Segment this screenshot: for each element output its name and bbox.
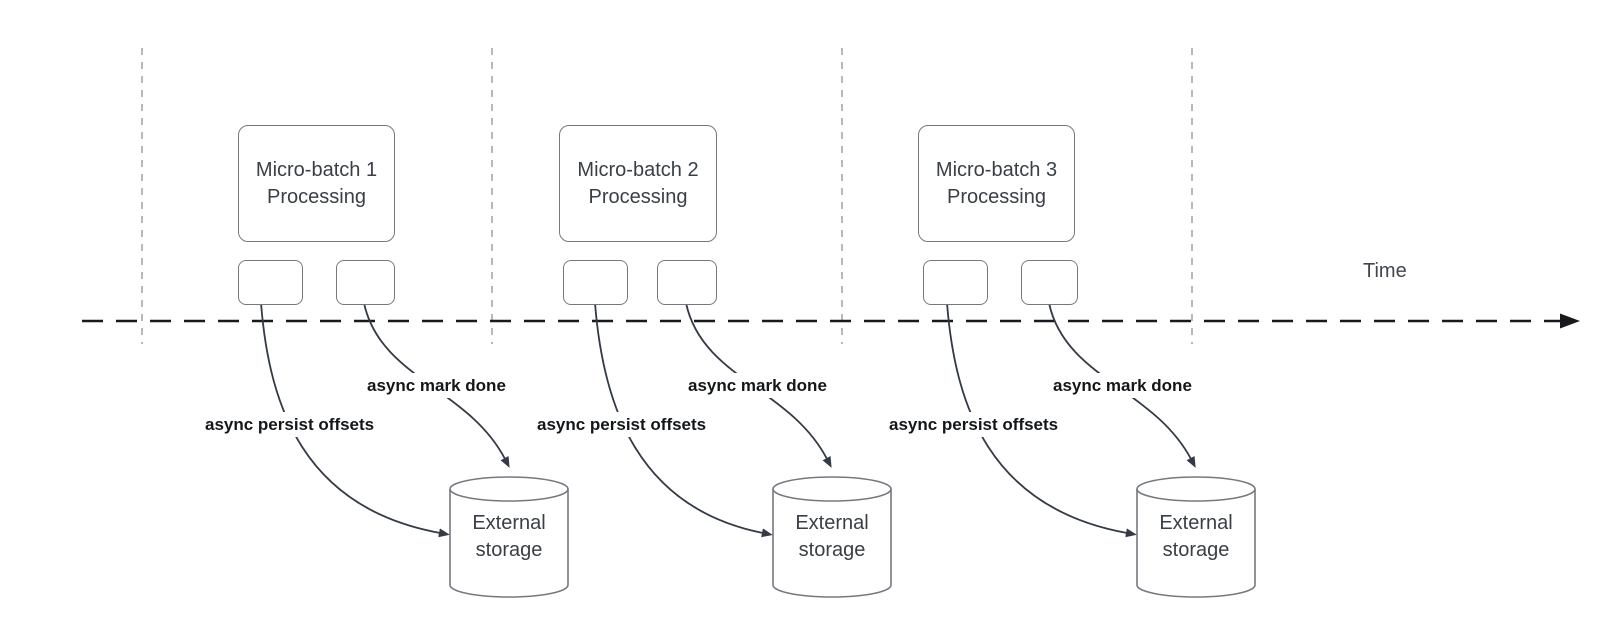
micro-batch-3-label: Micro-batch 3 Processing [936,157,1057,211]
persist-offsets-arrow-3 [946,302,1137,538]
micro-batch-1-title-line2: Processing [267,185,366,208]
mark-done-label-3: async mark done [1049,373,1196,398]
micro-batch-1-title-line1: Micro-batch 1 [255,158,378,181]
storage-cylinder-3 [1136,476,1256,598]
task-box-3-left [923,260,988,305]
persist-offsets-arrow-1 [260,302,450,538]
micro-batch-2-processing-box: Micro-batch 2 Processing [559,125,717,242]
storage-line2: storage [798,539,866,561]
storage-line2: storage [475,539,543,561]
storage-line1: External [795,512,869,534]
persist-offsets-label-2: async persist offsets [533,412,711,437]
micro-batch-2-title-line2: Processing [588,185,688,208]
micro-batch-2-label: Micro-batch 2 Processing [577,157,698,211]
mark-done-label-1: async mark done [363,373,510,398]
persist-offsets-label-1: async persist offsets [201,412,379,437]
task-box-1-right [336,260,395,305]
storage-cylinder-2 [772,476,892,598]
persist-offsets-label-3: async persist offsets [885,412,1063,437]
external-storage-label-2: External storage [773,489,891,585]
cylinder-body [1136,489,1256,598]
cylinder-top [772,476,892,502]
task-box-3-right [1021,260,1078,305]
cylinder-body [772,489,892,598]
micro-batch-1-processing-box: Micro-batch 1 Processing [238,125,395,242]
persist-offsets-arrow-2 [594,302,773,538]
micro-batch-1-label: Micro-batch 1 Processing [256,157,377,211]
storage-cylinder-1 [449,476,569,598]
storage-line1: External [472,512,546,534]
micro-batch-3-title-line1: Micro-batch 3 [935,158,1058,181]
task-box-2-left [563,260,628,305]
external-storage-label-3: External storage [1137,489,1255,585]
cylinder-top [1136,476,1256,502]
cylinder-top [449,476,569,502]
storage-line2: storage [1162,539,1230,561]
micro-batch-3-processing-box: Micro-batch 3 Processing [918,125,1075,242]
external-storage-label-1: External storage [450,489,568,585]
micro-batch-2-title-line1: Micro-batch 2 [577,158,699,181]
cylinder-body [449,489,569,598]
time-axis-arrowhead-icon [1560,313,1580,329]
storage-line1: External [1159,512,1233,534]
task-box-1-left [238,260,303,305]
mark-done-label-2: async mark done [684,373,831,398]
time-axis-label: Time [1363,260,1407,282]
task-box-2-right [657,260,717,305]
micro-batch-3-title-line2: Processing [947,185,1046,208]
